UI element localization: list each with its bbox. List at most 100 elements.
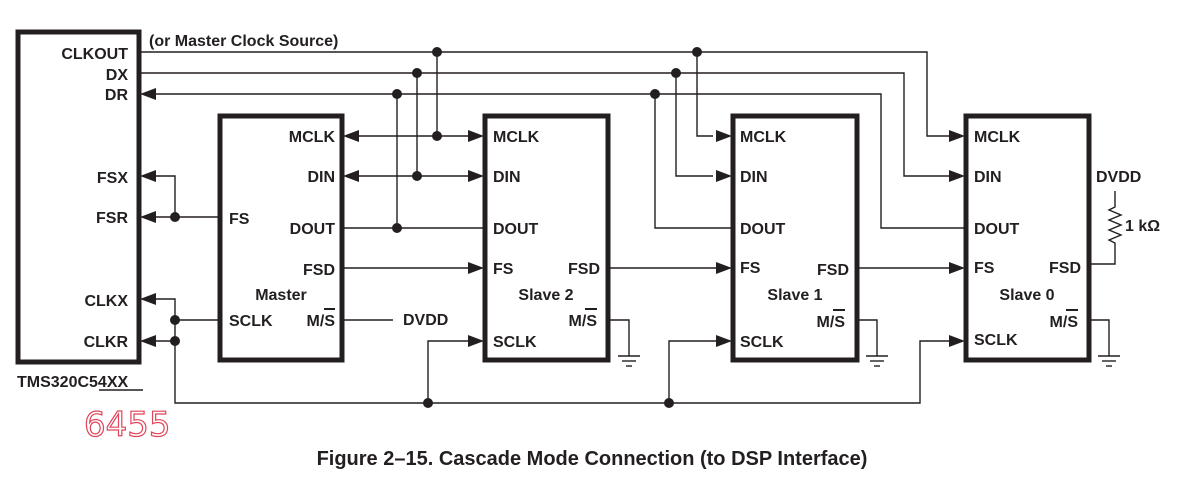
arrow-slave1-din bbox=[716, 170, 732, 182]
ground-icon bbox=[1098, 355, 1120, 367]
figure-caption: Figure 2–15. Cascade Mode Connection (to… bbox=[317, 448, 868, 470]
junction-dot bbox=[671, 68, 681, 78]
dsp-block: CLKOUT DX DR FSX FSR CLKX CLKR TMS320C54… bbox=[15, 29, 143, 391]
slave-0-pin-fs: FS bbox=[974, 260, 995, 277]
master-label: Master bbox=[255, 287, 307, 304]
junction-dot bbox=[423, 398, 433, 408]
junction-dot bbox=[432, 47, 442, 57]
arrow-slave1-fs bbox=[716, 262, 732, 274]
junction-dot bbox=[392, 223, 402, 233]
slave-2-pin-fs: FS bbox=[493, 261, 514, 278]
arrow-slave0-mclk bbox=[949, 130, 965, 142]
slave-2-pin-dout: DOUT bbox=[493, 221, 539, 238]
junction-dot bbox=[432, 131, 442, 141]
slave-2-pin-fsd: FSD bbox=[568, 261, 600, 278]
ground-icon bbox=[866, 355, 888, 367]
slave-2-pin-mclk: MCLK bbox=[493, 129, 540, 146]
wire-clkout-tap-slave1 bbox=[696, 52, 713, 137]
junction-dot bbox=[170, 212, 180, 222]
wire-clkout bbox=[139, 51, 960, 137]
junction-dot bbox=[664, 398, 674, 408]
arrow-clkr bbox=[140, 335, 156, 347]
slave-0-pin-dout: DOUT bbox=[974, 221, 1020, 238]
junction-dot bbox=[170, 315, 180, 325]
arrow-master-mclk bbox=[343, 130, 359, 142]
master-pin-fsd: FSD bbox=[303, 262, 335, 279]
arrow-slave0-sclk bbox=[949, 335, 965, 347]
resistor-icon bbox=[1089, 191, 1123, 265]
slave-1-label: Slave 1 bbox=[767, 287, 822, 304]
slave-1-pin-din: DIN bbox=[740, 169, 768, 186]
master-box bbox=[217, 113, 345, 363]
slave-0-label: Slave 0 bbox=[999, 287, 1054, 304]
arrow-master-din bbox=[343, 170, 359, 182]
master-pin-dout: DOUT bbox=[290, 221, 336, 238]
wire-sclk-slave1 bbox=[668, 340, 717, 403]
slave-1-block: MCLK DIN DOUT FS FSD Slave 1 M/S SCLK bbox=[730, 113, 888, 367]
slave-1-pin-fs: FS bbox=[740, 260, 761, 277]
wire-dr-tap-slave1 bbox=[654, 94, 733, 229]
ground-icon bbox=[618, 355, 640, 367]
junction-dot bbox=[412, 68, 422, 78]
junction-dot bbox=[692, 47, 702, 57]
wire-sclk-slave2 bbox=[427, 340, 469, 403]
slave-0-pin-din: DIN bbox=[974, 169, 1002, 186]
pin-fsx: FSX bbox=[97, 170, 128, 187]
slave-0-pin-fsd: FSD bbox=[1049, 260, 1081, 277]
arrow-slave2-mclk bbox=[468, 130, 484, 142]
pin-fsr: FSR bbox=[96, 210, 128, 227]
wire-dx-tap-slave1 bbox=[675, 73, 713, 177]
pin-clkx: CLKX bbox=[84, 293, 128, 310]
arrow-slave1-sclk bbox=[716, 335, 732, 347]
master-pin-mclk: MCLK bbox=[289, 129, 336, 146]
arrow-slave2-din bbox=[468, 170, 484, 182]
arrow-slave2-sclk bbox=[468, 335, 484, 347]
master-block: MCLK DIN FS DOUT FSD Master SCLK M/S DVD… bbox=[217, 113, 448, 363]
slave-2-box bbox=[482, 113, 611, 363]
pin-clkout: CLKOUT bbox=[61, 46, 128, 63]
arrow-slave0-fs bbox=[949, 262, 965, 274]
pullup-supply-label: DVDD bbox=[1096, 169, 1141, 186]
slave-1-box bbox=[730, 113, 860, 363]
slave-0-block: MCLK DIN DOUT FS FSD Slave 0 M/S SCLK DV… bbox=[963, 113, 1160, 367]
wire-fs-fsx bbox=[155, 175, 220, 218]
junction-dot bbox=[412, 171, 422, 181]
slave-1-pin-ms: M/S bbox=[817, 314, 846, 331]
wire-sclk-bus bbox=[155, 298, 950, 404]
slave-2-label: Slave 2 bbox=[518, 287, 573, 304]
slave-0-ms-wire bbox=[1089, 319, 1110, 356]
pin-clkr: CLKR bbox=[84, 334, 129, 351]
slave-2-block: MCLK DIN DOUT FS FSD Slave 2 M/S SCLK bbox=[482, 113, 640, 367]
wire-dr bbox=[155, 93, 966, 229]
clock-source-note: (or Master Clock Source) bbox=[149, 33, 338, 50]
junction-dot bbox=[392, 89, 402, 99]
arrow-fsx bbox=[140, 170, 156, 182]
pin-dr: DR bbox=[105, 87, 129, 104]
pin-dx: DX bbox=[106, 67, 129, 84]
arrow-slave2-fs bbox=[468, 262, 484, 274]
slave-2-ms-wire bbox=[608, 319, 630, 356]
master-pin-sclk: SCLK bbox=[229, 313, 273, 330]
arrow-dr bbox=[140, 88, 156, 100]
slave-0-pin-mclk: MCLK bbox=[974, 129, 1021, 146]
wires bbox=[139, 51, 966, 404]
resistor-value: 1 kΩ bbox=[1125, 218, 1160, 235]
arrowheads bbox=[140, 88, 965, 347]
slave-0-box bbox=[963, 113, 1092, 363]
slave-2-pin-din: DIN bbox=[493, 169, 521, 186]
master-pin-ms: M/S bbox=[307, 313, 336, 330]
wire-dx bbox=[139, 72, 960, 177]
dsp-part-number: TMS320C54XX bbox=[17, 374, 128, 391]
slave-1-pin-dout: DOUT bbox=[740, 221, 786, 238]
slave-1-pin-fsd: FSD bbox=[817, 262, 849, 279]
dsp-box bbox=[15, 29, 142, 365]
junction-dot bbox=[650, 89, 660, 99]
master-pin-din: DIN bbox=[307, 169, 335, 186]
master-ms-dvdd: DVDD bbox=[403, 312, 448, 329]
slave-1-pin-mclk: MCLK bbox=[740, 129, 787, 146]
slave-2-pin-sclk: SCLK bbox=[493, 334, 537, 351]
arrow-fsr bbox=[140, 211, 156, 223]
junctions bbox=[170, 47, 702, 408]
slave-2-pin-ms: M/S bbox=[569, 313, 598, 330]
